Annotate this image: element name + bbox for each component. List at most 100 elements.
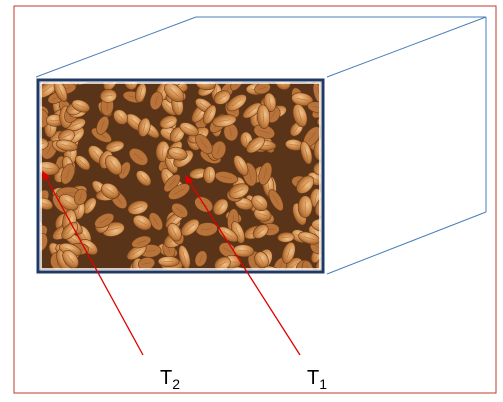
almond <box>316 113 321 127</box>
almond-ridge <box>174 131 180 139</box>
almond <box>314 196 321 217</box>
almond-ridge <box>270 111 276 119</box>
almond-ridge <box>259 256 264 264</box>
arrow-t1 <box>184 174 301 356</box>
label-t1: T1 <box>307 367 327 392</box>
almond <box>40 163 41 183</box>
almond-ridge <box>193 172 203 175</box>
almond-ridge <box>110 145 120 148</box>
almond-ridge <box>201 228 213 231</box>
almond-ridge <box>238 160 244 171</box>
arrow-t2 <box>42 170 144 356</box>
almond-ridge <box>220 176 233 179</box>
almond-ridge <box>279 82 287 86</box>
front-face-inner-frame <box>40 82 321 270</box>
almond-ridge <box>263 168 268 180</box>
almond-ridge <box>165 103 174 111</box>
almond-ridge <box>162 146 164 157</box>
almond-ridge <box>208 170 210 180</box>
almond-ridge <box>66 226 74 235</box>
almond-ridge <box>64 247 76 252</box>
almond-ridge <box>258 86 267 90</box>
almond-ridge <box>258 212 267 217</box>
almond-ridge <box>235 227 241 238</box>
almond-ridge <box>122 166 127 175</box>
almond-ridge <box>130 118 140 127</box>
almond-ridge <box>168 178 176 188</box>
almond-ridge <box>79 159 87 167</box>
almond-ridge <box>317 167 321 170</box>
almond-ridge <box>154 96 158 106</box>
almond-ridge <box>86 202 93 210</box>
outer-border <box>13 5 497 394</box>
almond-ridge <box>40 202 49 206</box>
almond-ridge <box>78 74 88 79</box>
almond-ridge <box>139 88 143 98</box>
almond-ridge <box>58 85 64 97</box>
almond-ridge <box>218 261 227 267</box>
almond-ridge <box>257 228 265 235</box>
almond-ridge <box>245 135 248 144</box>
almond-ridge <box>248 168 252 181</box>
almond-ridge <box>223 231 234 238</box>
almond-ridge <box>247 107 257 114</box>
almond-ridge <box>100 120 105 130</box>
almond-ridge <box>32 169 36 178</box>
almond-ridge <box>234 188 244 194</box>
almond-ridge <box>231 99 242 107</box>
almonds-photo <box>32 74 321 270</box>
almond-ridge <box>110 160 117 170</box>
almond-ridge <box>164 120 173 124</box>
almond-ridge <box>144 250 156 252</box>
almond-ridge <box>301 180 309 189</box>
almond-ridge <box>170 215 179 224</box>
almond-ridge <box>217 203 224 211</box>
front-face-frame <box>36 78 325 274</box>
almond-ridge <box>134 153 143 161</box>
almond-ridge <box>308 74 316 79</box>
almond-ridge <box>172 227 177 237</box>
almond-ridge <box>169 159 174 169</box>
almond-ridge <box>137 220 147 226</box>
almond-ridge <box>40 146 42 150</box>
almond-ridge <box>286 247 291 259</box>
almond-ridge <box>218 95 226 100</box>
almond-ridge <box>199 254 203 263</box>
almond-ridge <box>256 199 264 207</box>
almond-ridge <box>71 122 81 127</box>
almond-ridge <box>132 205 143 210</box>
almond-ridge <box>42 167 54 170</box>
almond-ridge <box>65 168 70 179</box>
almond-ridge <box>142 262 151 265</box>
almond-ridge <box>140 174 147 182</box>
almond-ridge <box>314 193 317 203</box>
almond-ridge <box>293 125 300 133</box>
almond-ridge <box>308 131 316 142</box>
almond-ridge <box>78 193 83 201</box>
almond-ridge <box>262 110 265 123</box>
almond <box>40 137 49 151</box>
almond-ridge <box>259 129 270 134</box>
almond-ridge <box>297 208 302 220</box>
almond-ridge <box>184 126 194 132</box>
almond-ridge <box>175 207 184 214</box>
almond-ridge <box>117 113 124 121</box>
almond-ridge <box>64 199 74 206</box>
almond-ridge <box>239 202 249 206</box>
almond-ridge <box>61 144 73 147</box>
box-3d-outline <box>35 16 487 275</box>
almond <box>311 218 321 232</box>
almond-ridge <box>298 109 302 122</box>
almond-ridge <box>238 250 249 252</box>
almond-ridge <box>185 223 195 232</box>
almond-ridge <box>199 102 209 109</box>
almond-ridge <box>107 227 119 231</box>
almond-ridge <box>173 188 185 195</box>
almond-ridge <box>76 104 86 108</box>
almond-ridge <box>153 217 159 226</box>
almond-ridge <box>99 217 109 224</box>
almond-ridge <box>217 145 221 155</box>
almond-ridge <box>62 134 71 138</box>
almond-ridge <box>229 127 232 137</box>
